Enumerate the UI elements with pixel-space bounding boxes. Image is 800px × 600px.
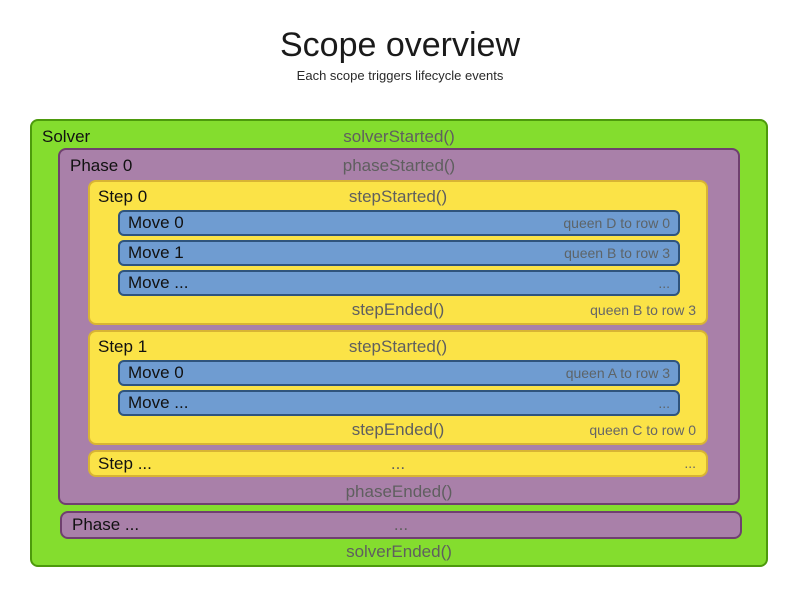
move-annotation: ... [658,275,670,291]
phase-0-label: Phase 0 [70,156,133,175]
phase-footer-row: phaseEnded() [60,480,738,503]
solver-header-row: Solver solverStarted() [32,123,766,151]
page-subtitle: Each scope triggers lifecycle events [296,68,504,83]
step-more-label: Step ... [98,454,152,473]
step-ended-event: stepEnded() [351,300,445,319]
step-more-bar: Step ... ... ... [88,450,708,477]
phase-more-bar: Phase ... ... [60,511,742,539]
step-1-scope-box: Step 1 stepStarted() Move 0 queen A to r… [88,330,708,445]
step-started-event: stepStarted() [348,337,448,356]
phase-header-row: Phase 0 phaseStarted() [60,152,738,180]
move-annotation: ... [658,395,670,411]
move-bar: Move ... ... [118,270,680,296]
step-started-event: stepStarted() [348,187,448,206]
move-label: Move 0 [128,363,184,382]
step-header-row: Step 0 stepStarted() [90,184,706,210]
solver-footer-row: solverEnded() [32,539,766,565]
solver-label: Solver [42,127,91,146]
step-header-row: Step 1 stepStarted() [90,334,706,360]
step-1-label: Step 1 [98,337,148,356]
phase-more-label: Phase ... [72,515,140,534]
phase-more-center-ellipsis: ... [393,515,409,534]
move-label: Move 0 [128,213,184,232]
move-bar: Move 1 queen B to row 3 [118,240,680,266]
step-footer-row: stepEnded() queen C to row 0 [90,418,706,442]
move-label: Move 1 [128,243,184,262]
move-annotation: queen B to row 3 [564,245,670,261]
move-annotation: queen A to row 3 [565,365,670,381]
move-annotation: queen D to row 0 [563,215,670,231]
phase-ended-event: phaseEnded() [345,482,453,501]
move-label: Move ... [128,273,189,292]
step-ended-event: stepEnded() [351,420,445,439]
move-label: Move ... [128,393,189,412]
step-ended-annotation: queen C to row 0 [589,422,696,438]
move-bar: Move 0 queen D to row 0 [118,210,680,236]
step-ended-annotation: queen B to row 3 [590,302,696,318]
solver-scope-box: Solver solverStarted() Phase 0 phaseStar… [30,119,768,567]
step-more-center-ellipsis: ... [390,454,406,473]
step-0-label: Step 0 [98,187,148,206]
phase-0-scope-box: Phase 0 phaseStarted() Step 0 stepStarte… [58,148,740,505]
step-more-right-ellipsis: ... [684,455,696,471]
solver-started-event: solverStarted() [343,127,455,146]
phase-started-event: phaseStarted() [342,156,456,175]
solver-ended-event: solverEnded() [346,542,452,561]
step-0-scope-box: Step 0 stepStarted() Move 0 queen D to r… [88,180,708,325]
step-footer-row: stepEnded() queen B to row 3 [90,298,706,322]
page-title: Scope overview [279,26,520,64]
move-bar: Move ... ... [118,390,680,416]
move-bar: Move 0 queen A to row 3 [118,360,680,386]
